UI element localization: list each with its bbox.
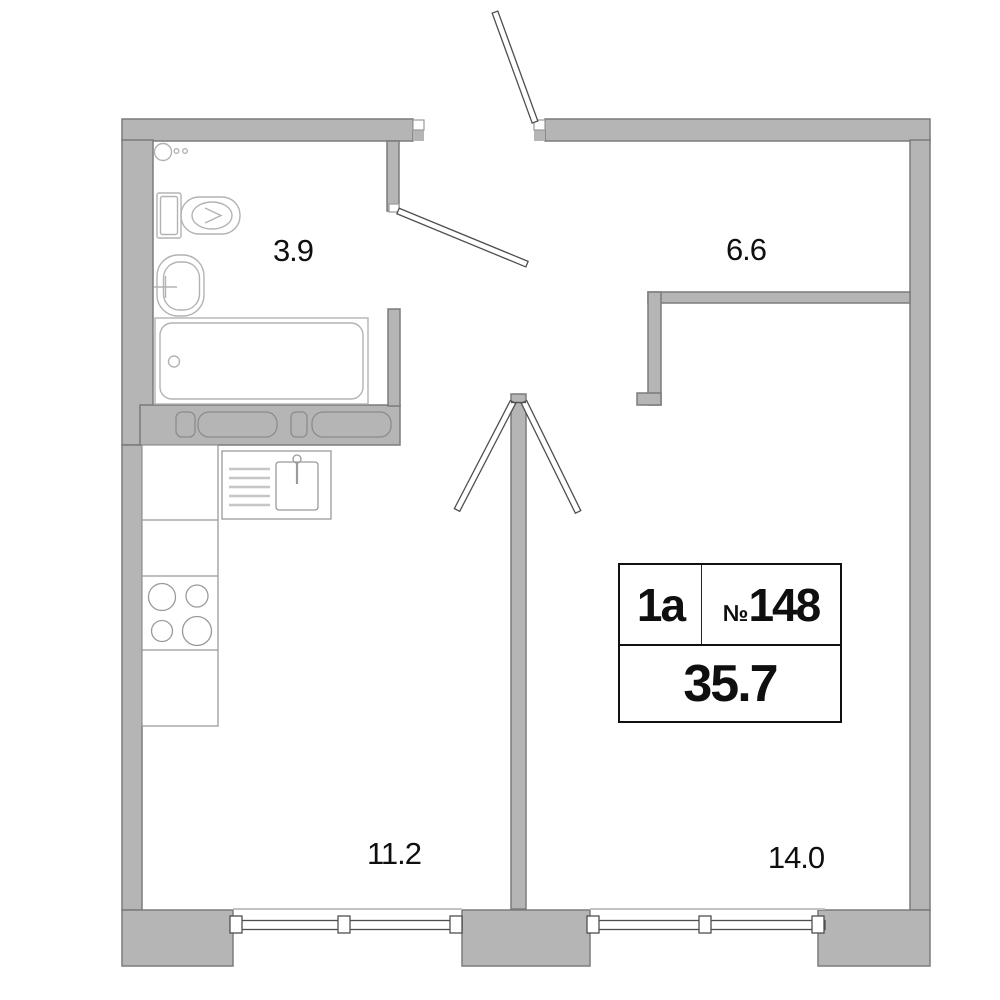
entrance-jamb-right (533, 119, 546, 131)
bathtub-drain (167, 355, 181, 368)
stove-icon (147, 582, 213, 647)
apartment-total-area: 35.7 (683, 654, 778, 713)
kitchen-counter (141, 444, 219, 727)
bedroom-door-leaf (520, 399, 582, 515)
burner (181, 615, 213, 647)
spot-icon (173, 147, 180, 154)
wall-left-lower (121, 444, 143, 911)
window-left-post (229, 915, 243, 934)
toilet-bowl-inner (191, 201, 233, 230)
bathroom-door-leaf (396, 207, 529, 268)
bathtub-outer (154, 317, 369, 405)
wall-bedroom-niche-vertical (647, 291, 662, 406)
wall-left-upper (121, 139, 154, 446)
burner (147, 582, 177, 612)
toilet-tank-inner (159, 195, 179, 236)
window-left-post (449, 915, 463, 934)
wall-right (909, 139, 931, 911)
vent-shaft-icon (311, 411, 392, 438)
entrance-door-leaf (491, 10, 539, 124)
entrance-jamb-left (412, 119, 425, 131)
walls (121, 118, 931, 967)
kitchen-fixtures (141, 444, 332, 727)
room-label-kitchen-living: 11.2 (366, 836, 422, 871)
wall-bottom-left-block (121, 909, 234, 967)
wall-bathroom-right-upper (386, 140, 400, 212)
apartment-layout-type: 1a (620, 565, 702, 644)
ceiling-lamp-icon (153, 142, 173, 162)
wall-top-right (544, 118, 931, 142)
toilet-icon (156, 192, 241, 239)
washbasin-icon (154, 254, 205, 317)
wall-bedroom-top (647, 291, 911, 304)
bathroom-fixtures (153, 142, 369, 405)
entrance-jamb-fill-right (534, 130, 545, 141)
room-label-bedroom: 14.0 (767, 840, 825, 875)
washbasin-outer (156, 254, 205, 317)
wall-bottom-middle-pier (461, 909, 591, 967)
toilet-flush-mark (204, 207, 223, 224)
spot-icon (181, 147, 188, 154)
washbasin-inner (162, 261, 201, 311)
sink-basin (275, 461, 319, 511)
burner (185, 584, 209, 608)
windows (229, 908, 826, 934)
window-left-post (337, 915, 351, 934)
entrance-jamb-fill-left (413, 130, 424, 141)
apartment-number: 148 (748, 578, 821, 631)
vent-shaft-icon (175, 411, 196, 438)
vent-shaft-icon (197, 411, 278, 438)
bathtub-icon (154, 317, 369, 405)
burner (150, 619, 174, 643)
wall-bathroom-right-lower (387, 308, 401, 407)
number-sign: № (722, 599, 749, 626)
window-right-post (698, 915, 712, 934)
wall-middle-partition (510, 393, 527, 910)
wall-bottom-right-block (817, 909, 931, 967)
room-label-bathroom: 3.9 (272, 233, 314, 268)
bathtub-inner (159, 322, 364, 400)
vent-shafts (175, 411, 392, 438)
wall-top-left (121, 118, 414, 142)
wall-bedroom-niche-foot (636, 392, 662, 406)
kitchen-door-leaf (453, 399, 517, 513)
room-label-hallway: 6.6 (725, 232, 767, 267)
doors (396, 10, 582, 515)
window-right-post (586, 915, 600, 934)
toilet-bowl (180, 196, 241, 235)
vent-shaft-icon (290, 411, 308, 438)
kitchen-sink-icon (221, 450, 332, 520)
window-right-post (811, 915, 825, 934)
